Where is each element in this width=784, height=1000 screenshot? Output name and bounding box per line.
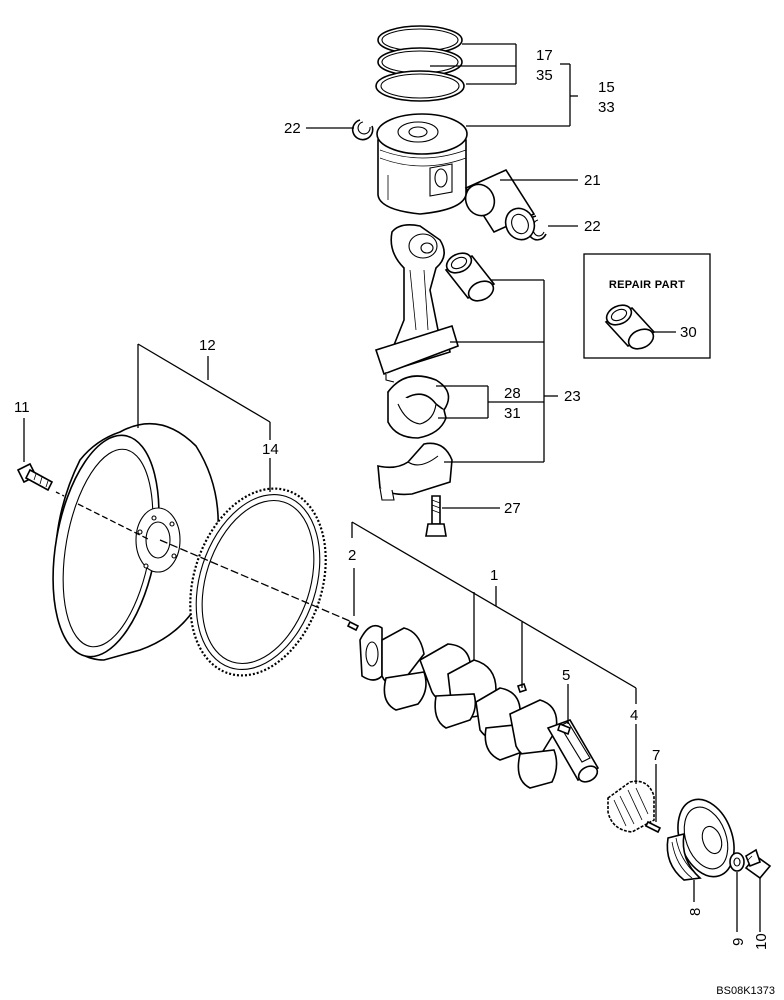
callout-8: 8 [687,908,704,916]
callout-11: 11 [14,399,30,416]
crank-pulley [666,798,735,881]
callout-12: 12 [199,337,216,354]
callout-5: 5 [562,667,570,684]
washer [729,852,745,872]
callout-35: 35 [536,67,553,84]
callout-10: 10 [753,933,770,950]
drawing-code: BS08K1373 [716,985,775,997]
callout-15: 15 [598,79,615,96]
repair-part-title: REPAIR PART [609,279,685,291]
callout-28: 28 [504,385,521,402]
callout-22-left: 22 [284,120,301,137]
callout-9: 9 [730,938,747,946]
flywheel [52,422,220,661]
pulley-bolt [744,848,772,880]
bearing-shells [386,375,450,439]
piston-rings [375,25,465,102]
repair-part-box: REPAIR PART 30 [583,253,711,359]
callout-7: 7 [652,747,660,764]
crankshaft [359,624,600,789]
callout-labels: 17 35 15 33 22 21 22 23 28 31 27 12 14 1… [14,47,770,950]
callout-1: 1 [490,567,498,584]
callout-33: 33 [598,99,615,116]
piston [376,113,468,215]
callout-17: 17 [536,47,553,64]
repair-bushing-icon [604,304,656,350]
callout-4: 4 [630,707,638,724]
callout-14: 14 [262,441,279,458]
callout-21: 21 [584,172,601,189]
callout-22-right: 22 [584,218,601,235]
piston-pin [464,168,536,241]
cap-bolt [425,495,447,537]
leader-lines [23,43,761,932]
key [644,820,662,834]
connecting-rod [374,224,459,383]
small-end-bushing [444,252,496,302]
callout-30: 30 [680,324,697,341]
snap-ring-left [351,119,374,141]
crank-gear [607,780,655,833]
connecting-rod-cap [377,442,453,501]
callout-2: 2 [348,547,356,564]
callout-23: 23 [564,388,581,405]
callout-31: 31 [504,405,521,422]
callout-27: 27 [504,500,521,517]
dowel-pin [346,620,360,632]
flywheel-bolt [16,462,54,492]
